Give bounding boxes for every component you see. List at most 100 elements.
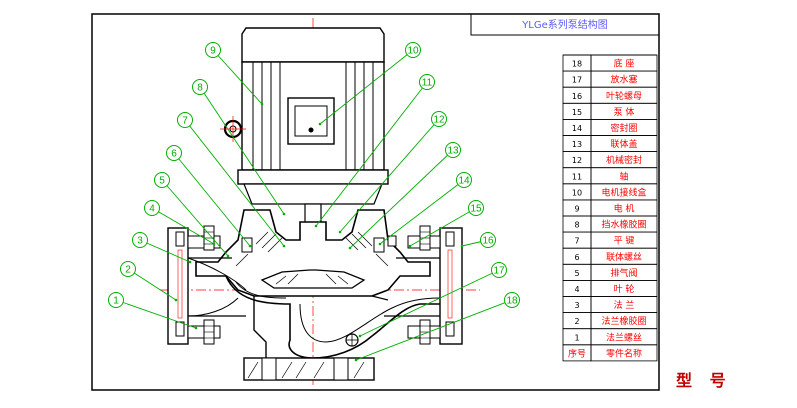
callout-dot [318, 122, 322, 126]
callout-number: 1 [113, 296, 119, 307]
parts-row-number: 15 [572, 108, 582, 117]
drawing-title: YLGe系列泵结构图 [521, 18, 608, 31]
callout-leader [359, 269, 500, 337]
callout-number: 4 [149, 204, 155, 215]
callout-leader [199, 86, 285, 215]
parts-row-name: 电机接线盒 [601, 186, 646, 198]
callout-bubble [108, 292, 124, 308]
parts-row-number: 10 [572, 188, 582, 197]
callout-dot [226, 254, 230, 258]
callout-dot [354, 358, 358, 362]
callout-leader [349, 149, 454, 249]
callout-leader [339, 118, 440, 233]
callout-bubble [480, 232, 496, 248]
inlet-flange [167, 225, 247, 345]
callout-leader [379, 179, 465, 245]
callout-bubble [120, 261, 136, 277]
parts-row-number: 1 [574, 333, 579, 342]
callout-dot [174, 298, 178, 302]
callout-bubble [468, 200, 484, 216]
parts-row-number: 16 [572, 92, 582, 101]
callout-number: 15 [470, 204, 482, 215]
callout-dot [358, 334, 362, 338]
callout-number: 7 [182, 116, 188, 127]
callout-bubble [132, 232, 148, 248]
callout-dot [212, 242, 216, 246]
parts-row-number: 14 [572, 124, 582, 133]
callout-leader [151, 207, 215, 245]
pump-body [195, 209, 448, 359]
parts-row-name: 法兰橡胶圈 [601, 315, 646, 327]
callout-dot [248, 244, 252, 248]
parts-row-name: 法兰螺丝 [606, 331, 642, 343]
parts-row-name: 叶 轮 [614, 283, 635, 295]
parts-row-number: 7 [574, 237, 579, 246]
parts-row-number: 2 [574, 317, 579, 326]
callout-leader [184, 119, 285, 247]
parts-row-number: 18 [572, 60, 582, 69]
callout-number: 11 [422, 78, 433, 89]
parts-row-number: 4 [574, 285, 579, 294]
callout-leader [315, 81, 428, 227]
parts-row-name: 法 兰 [614, 299, 635, 311]
callout-bubble [154, 172, 170, 188]
parts-row-name: 排气阀 [610, 267, 637, 279]
callout-number: 12 [433, 115, 445, 126]
callout-leader [409, 207, 477, 247]
callout-number: 16 [482, 236, 494, 247]
callout-dot [460, 244, 464, 248]
callout-leader [173, 152, 251, 247]
parts-row-name: 密封圈 [610, 122, 637, 134]
callout-number: 13 [447, 146, 459, 157]
callout-dot [194, 326, 198, 330]
parts-row-name: 电 机 [614, 203, 635, 215]
callout-bubble [205, 42, 221, 58]
callout-number: 5 [159, 176, 165, 187]
parts-row-name: 平 键 [614, 235, 635, 247]
callout-leader [127, 268, 177, 301]
callout-dot [408, 244, 412, 248]
callout-dot [282, 244, 286, 248]
parts-row-name: 放水塞 [610, 74, 637, 86]
parts-row-number: 12 [572, 156, 582, 165]
parts-row-number: 13 [572, 140, 582, 149]
callout-bubble [144, 200, 160, 216]
drawing-frame [91, 13, 660, 391]
title-block: YLGe系列泵结构图 [470, 13, 660, 36]
parts-row-name: 轴 [619, 170, 628, 182]
cover-bolts [241, 235, 397, 253]
callout-dot [348, 246, 352, 250]
callout-leader [115, 299, 197, 329]
callout-number: 14 [458, 176, 470, 187]
callout-dot [282, 212, 286, 216]
outlet-flange [384, 225, 463, 345]
callout-dot [338, 230, 342, 234]
callout-number: 9 [210, 46, 216, 57]
callout-number: 18 [506, 296, 518, 307]
parts-row-name: 联体螺丝 [606, 251, 642, 263]
callout-dot [378, 242, 382, 246]
callout-bubble [491, 262, 507, 278]
parts-row-name: 叶轮螺母 [606, 90, 642, 102]
callout-dot [188, 260, 192, 264]
parts-row-number: 6 [574, 253, 579, 262]
model-label: 型 号 [676, 371, 732, 390]
callout-number: 6 [171, 149, 177, 160]
callout-number: 17 [493, 266, 505, 277]
callout-bubble [177, 112, 193, 128]
callout-bubble [504, 292, 520, 308]
parts-row-name: 挡水橡胶圈 [601, 219, 646, 231]
callout-leader [139, 239, 191, 263]
parts-row-name: 底 座 [614, 58, 635, 70]
callout-number: 3 [137, 236, 143, 247]
callout-leader [161, 179, 229, 257]
parts-row-number: 8 [574, 221, 579, 230]
parts-row-name: 联体盖 [610, 138, 637, 150]
parts-row-number: 3 [574, 301, 579, 310]
parts-row-number: 序号 [568, 347, 586, 359]
callout-leader [212, 49, 263, 105]
base [243, 357, 375, 381]
